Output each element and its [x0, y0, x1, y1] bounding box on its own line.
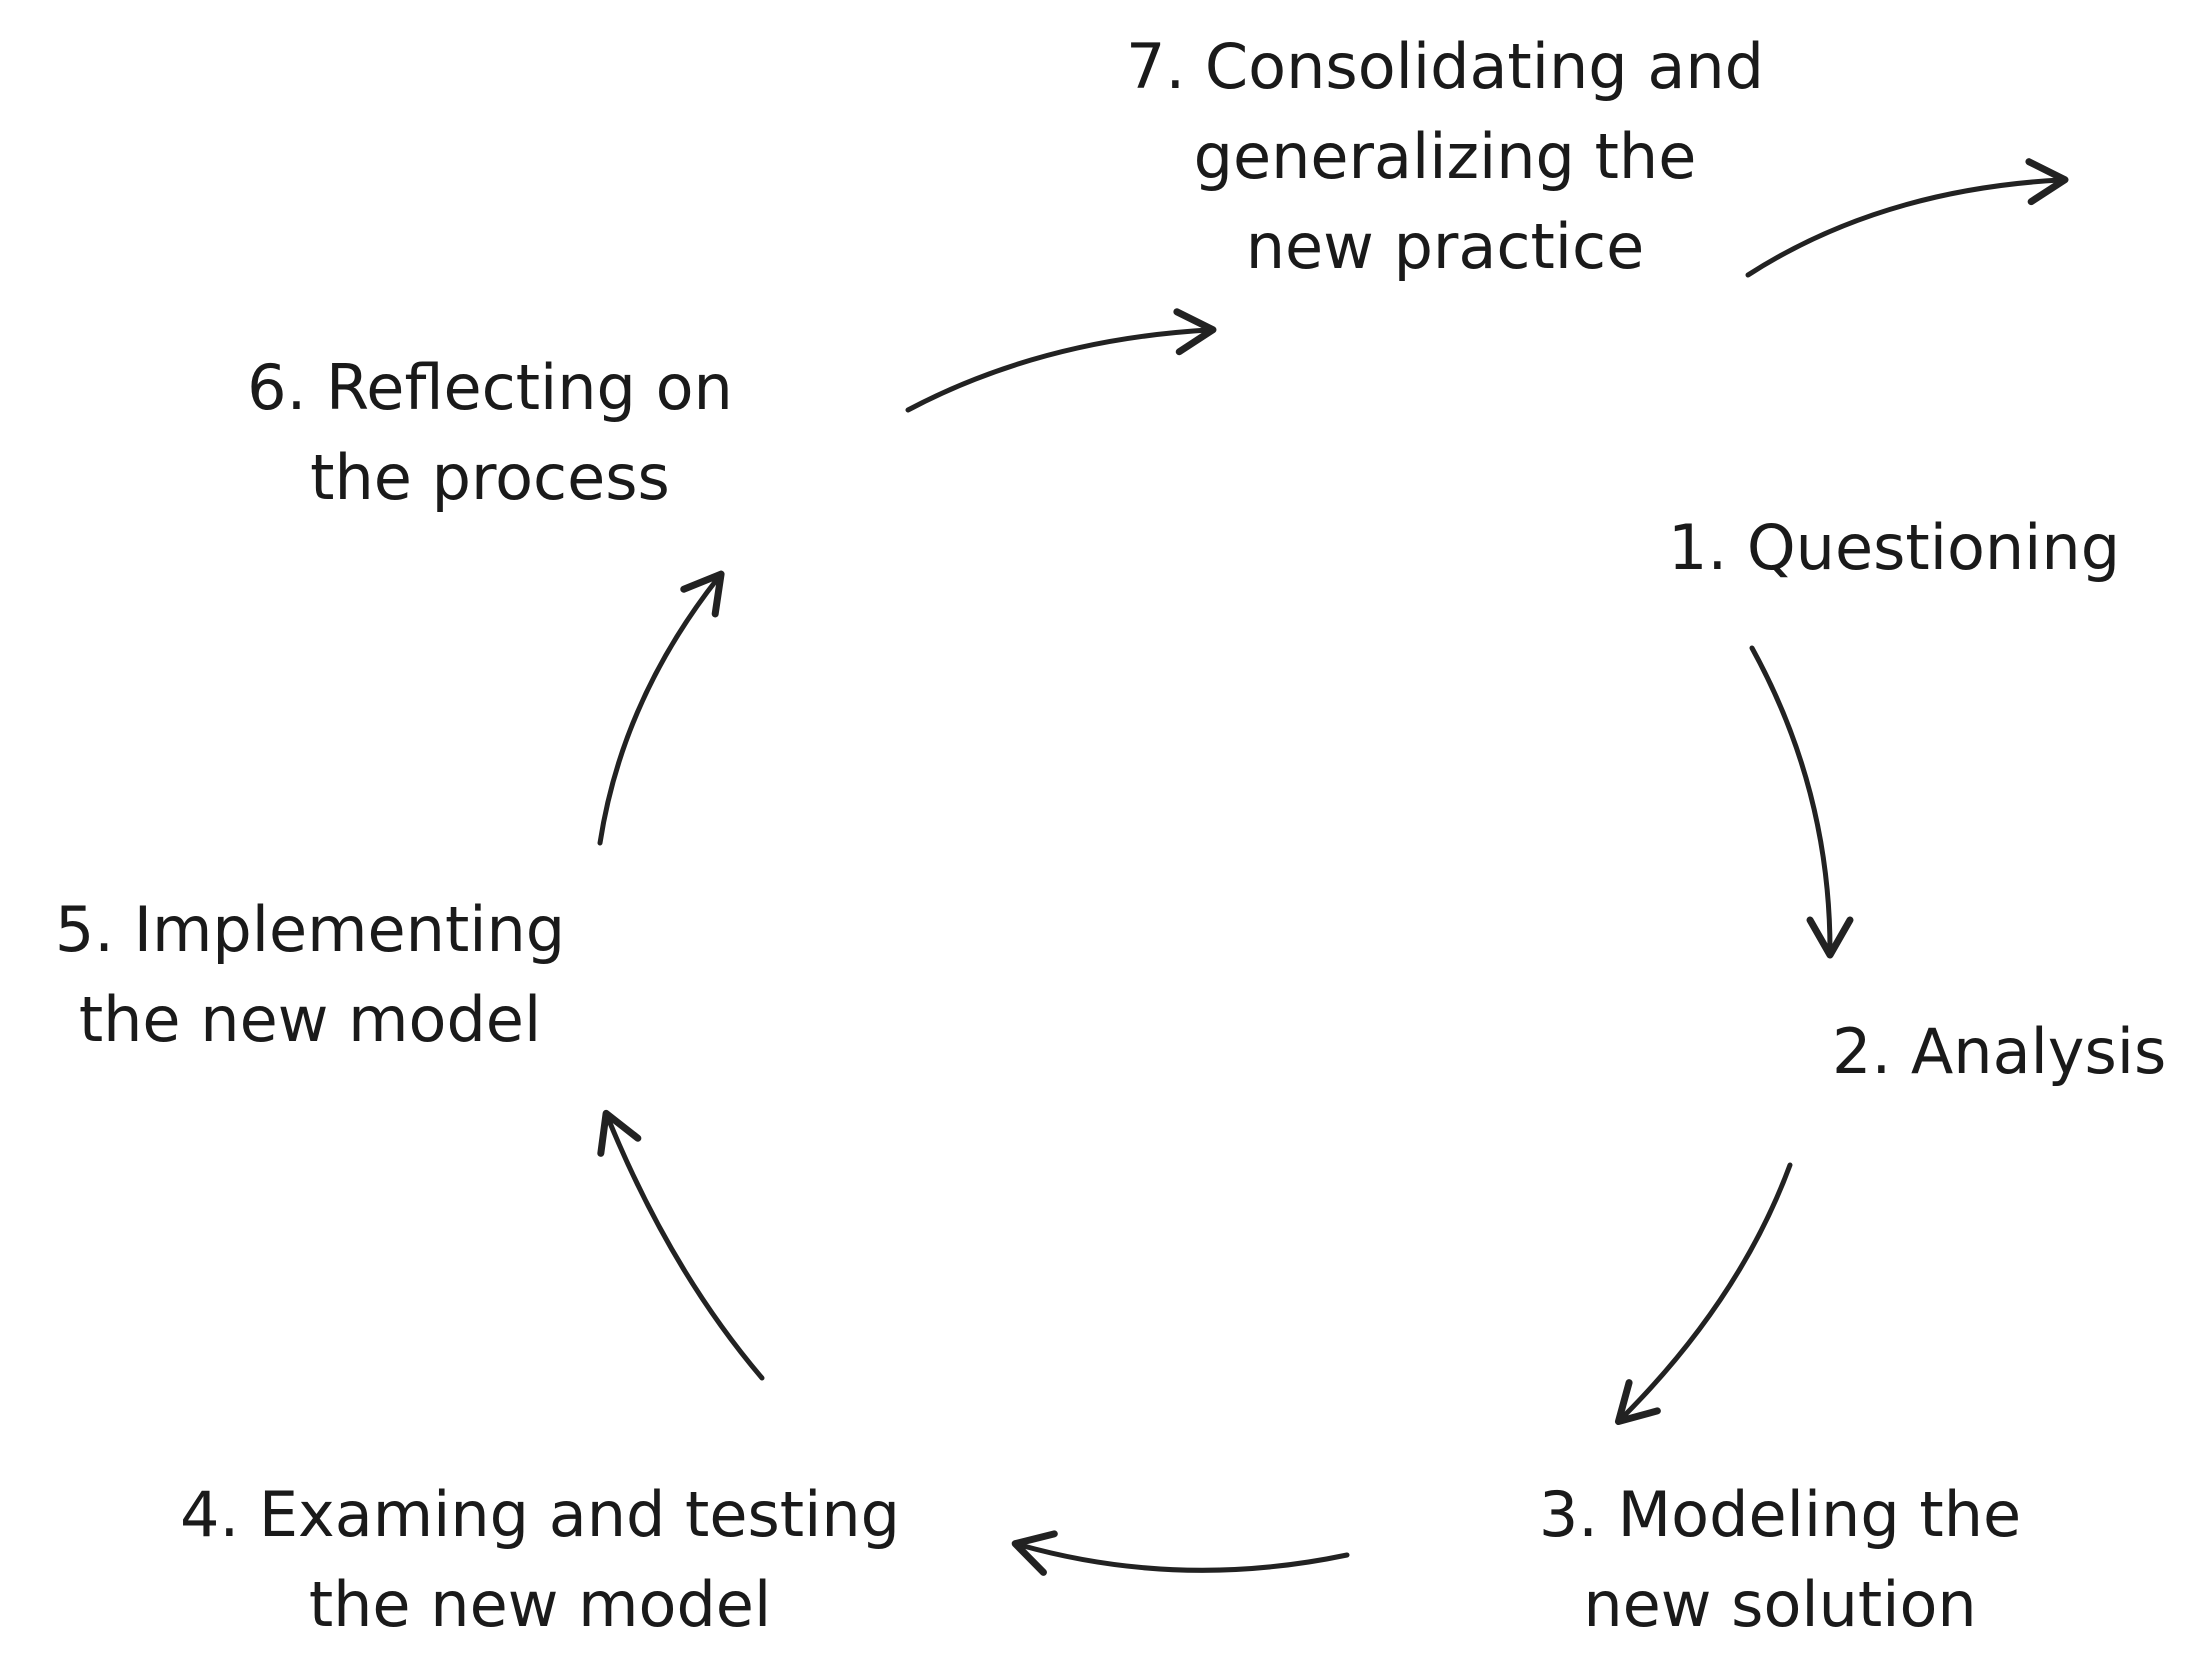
arrow-questioning-to-analysis	[1749, 645, 1854, 959]
step-1-line-1: 1. Questioning	[1668, 511, 2121, 584]
step-3-line-1: 3. Modeling the	[1538, 1478, 2022, 1551]
step-4-line-1: 4. Examing and testing	[180, 1478, 900, 1551]
arrow-consolidating-to-next-cycle	[1745, 158, 2069, 278]
arrow-implementing-to-reflecting	[597, 570, 725, 846]
step-6-label: 6. Reflecting on the process	[205, 343, 775, 523]
step-4-line-2: the new model	[308, 1568, 772, 1641]
step-2-line-1: 2. Analysis	[1832, 1015, 2167, 1088]
step-3-label: 3. Modeling the new solution	[1500, 1470, 2060, 1650]
step-7-line-3: new practice	[1245, 210, 1645, 283]
step-5-line-1: 5. Implementing	[54, 893, 566, 966]
step-2-label: 2. Analysis	[1832, 1007, 2172, 1097]
step-3-line-2: new solution	[1583, 1568, 1977, 1641]
arrow-testing-to-implementing	[597, 1109, 765, 1381]
step-6-line-1: 6. Reflecting on	[247, 351, 733, 424]
step-7-line-2: generalizing the	[1193, 120, 1697, 193]
step-5-line-2: the new model	[78, 983, 542, 1056]
arrow-analysis-to-modeling	[1614, 1162, 1793, 1426]
arrow-modeling-to-testing	[1011, 1530, 1350, 1576]
step-1-label: 1. Questioning	[1668, 503, 2138, 593]
step-6-line-2: the process	[310, 441, 670, 514]
step-7-label: 7. Consolidating and generalizing the ne…	[1060, 22, 1830, 292]
step-7-line-1: 7. Consolidating and	[1126, 30, 1764, 103]
arrow-reflecting-to-consolidating	[905, 308, 1217, 413]
step-5-label: 5. Implementing the new model	[20, 885, 600, 1065]
step-4-label: 4. Examing and testing the new model	[150, 1470, 930, 1650]
